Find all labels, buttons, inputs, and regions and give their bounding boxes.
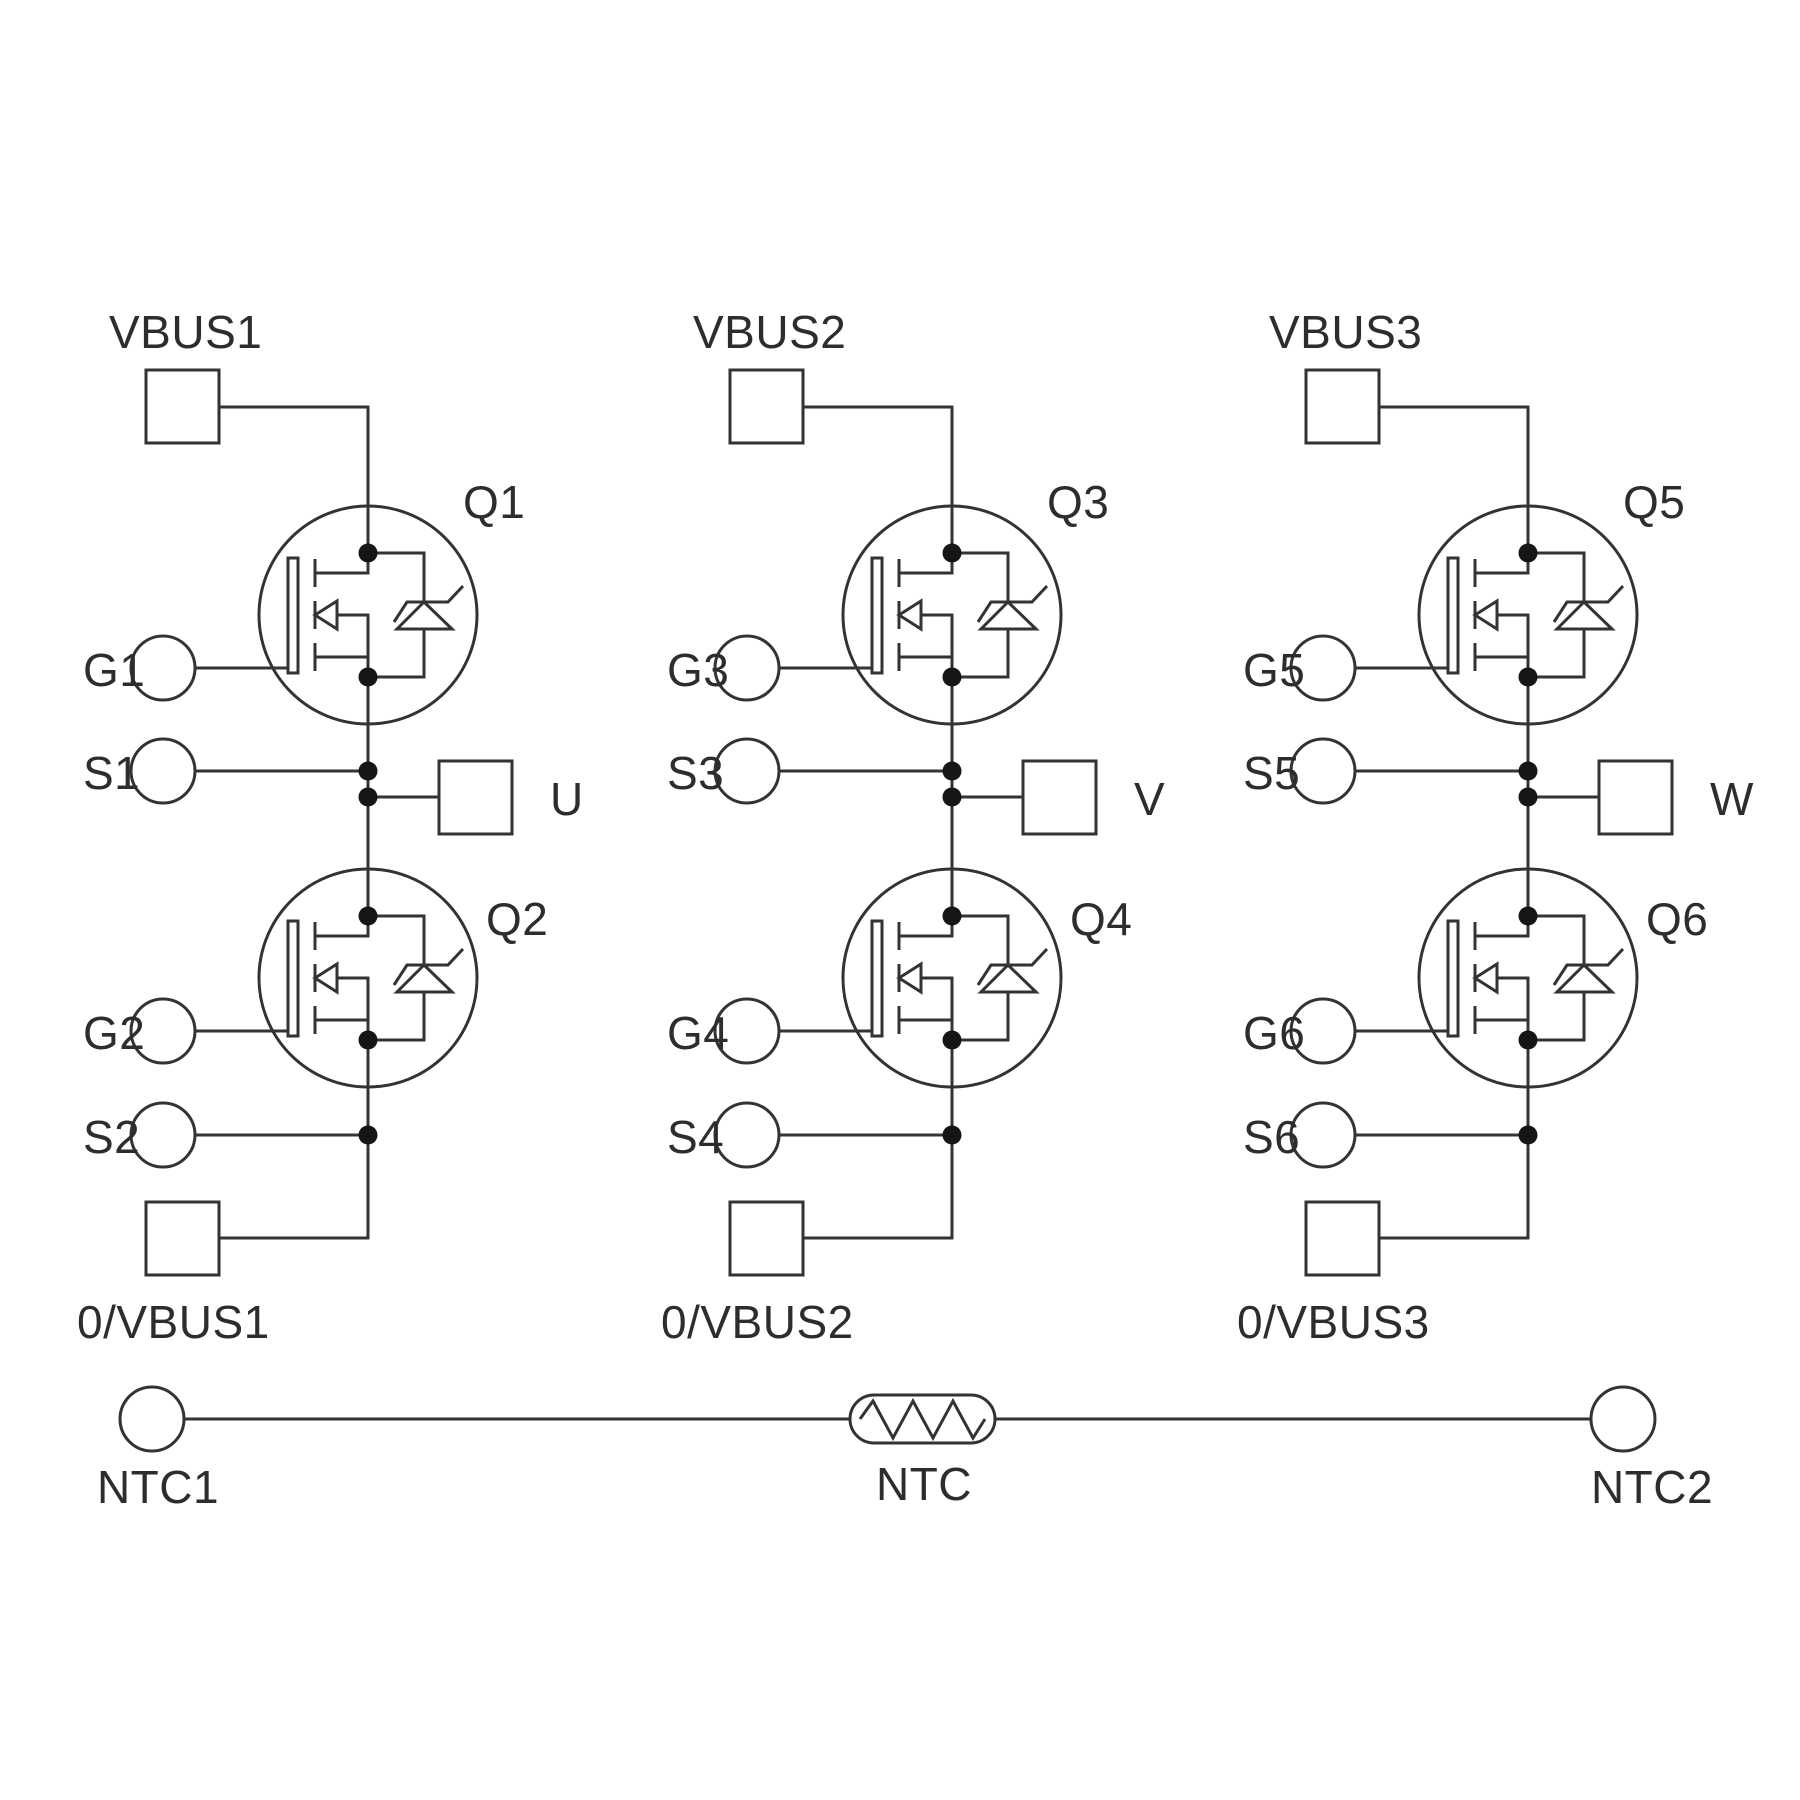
- junction-dot: [1518, 761, 1538, 781]
- output-u-pad: [437, 759, 514, 836]
- junction-dot: [1518, 787, 1538, 807]
- s4-label: S4: [667, 1111, 724, 1163]
- g3-label: G3: [667, 644, 729, 696]
- pin-s2: [129, 1101, 197, 1169]
- ntc-label: NTC: [876, 1458, 972, 1510]
- phase-u-wires: [195, 405, 439, 1240]
- junction-dot: [942, 1125, 962, 1145]
- output-v-pad: [1021, 759, 1098, 836]
- output-w-pad: [1597, 759, 1674, 836]
- pin-ntc1: [118, 1385, 186, 1453]
- ntc-body-outline: [848, 1393, 997, 1445]
- s6-label: S6: [1243, 1111, 1300, 1163]
- junction-dot: [942, 787, 962, 807]
- s2-label: S2: [83, 1111, 140, 1163]
- vbus2-pad: [728, 368, 805, 445]
- phase-v-wires: [779, 405, 1023, 1240]
- junction-dot: [358, 761, 378, 781]
- vbus1-label: VBUS1: [109, 306, 262, 358]
- vbus3-pad: [1304, 368, 1381, 445]
- pin-s3: [713, 737, 781, 805]
- q6-label: Q6: [1646, 893, 1708, 945]
- return-0vbus1-label: 0/VBUS1: [77, 1296, 270, 1348]
- junction-dot: [942, 761, 962, 781]
- ntc2-label: NTC2: [1591, 1461, 1713, 1513]
- pin-s1: [129, 737, 197, 805]
- s1-label: S1: [83, 747, 140, 799]
- g5-label: G5: [1243, 644, 1305, 696]
- phase-leg-u: VBUS1 Q1 G1 S1 U Q2 G2 S2 0/VBUS1: [77, 306, 584, 1348]
- vbus2-label: VBUS2: [693, 306, 846, 358]
- phase-leg-w: VBUS3 Q5 G5 S5 W Q6 G6 S6 0/VBUS3: [1237, 306, 1754, 1348]
- g6-label: G6: [1243, 1007, 1305, 1059]
- return-0vbus3-label: 0/VBUS3: [1237, 1296, 1430, 1348]
- s3-label: S3: [667, 747, 724, 799]
- return-0vbus3-pad: [1304, 1200, 1381, 1277]
- phase-w-wires: [1355, 405, 1599, 1240]
- return-0vbus2-label: 0/VBUS2: [661, 1296, 854, 1348]
- g4-label: G4: [667, 1007, 729, 1059]
- ntc-resistor-zigzag: [858, 1397, 987, 1442]
- pin-s4: [713, 1101, 781, 1169]
- junction-dot: [358, 1125, 378, 1145]
- pin-ntc2: [1589, 1385, 1657, 1453]
- q4-label: Q4: [1070, 893, 1132, 945]
- q3-label: Q3: [1047, 476, 1109, 528]
- g2-label: G2: [83, 1007, 145, 1059]
- q1-label: Q1: [463, 476, 525, 528]
- return-0vbus2-pad: [728, 1200, 805, 1277]
- output-v-label: V: [1134, 773, 1165, 825]
- pin-s5: [1289, 737, 1357, 805]
- ntc1-label: NTC1: [97, 1461, 219, 1513]
- phase-leg-v: VBUS2 Q3 G3 S3 V Q4 G4 S4 0/VBUS2: [661, 306, 1165, 1348]
- pin-s6: [1289, 1101, 1357, 1169]
- output-u-label: U: [550, 773, 584, 825]
- junction-dot: [1518, 1125, 1538, 1145]
- ntc-thermistor-row: NTC1 NTC NTC2: [97, 1385, 1713, 1513]
- q2-label: Q2: [486, 893, 548, 945]
- junction-dot: [358, 787, 378, 807]
- output-w-label: W: [1710, 773, 1754, 825]
- return-0vbus1-pad: [144, 1200, 221, 1277]
- s5-label: S5: [1243, 747, 1300, 799]
- g1-label: G1: [83, 644, 145, 696]
- vbus3-label: VBUS3: [1269, 306, 1422, 358]
- q5-label: Q5: [1623, 476, 1685, 528]
- vbus1-pad: [144, 368, 221, 445]
